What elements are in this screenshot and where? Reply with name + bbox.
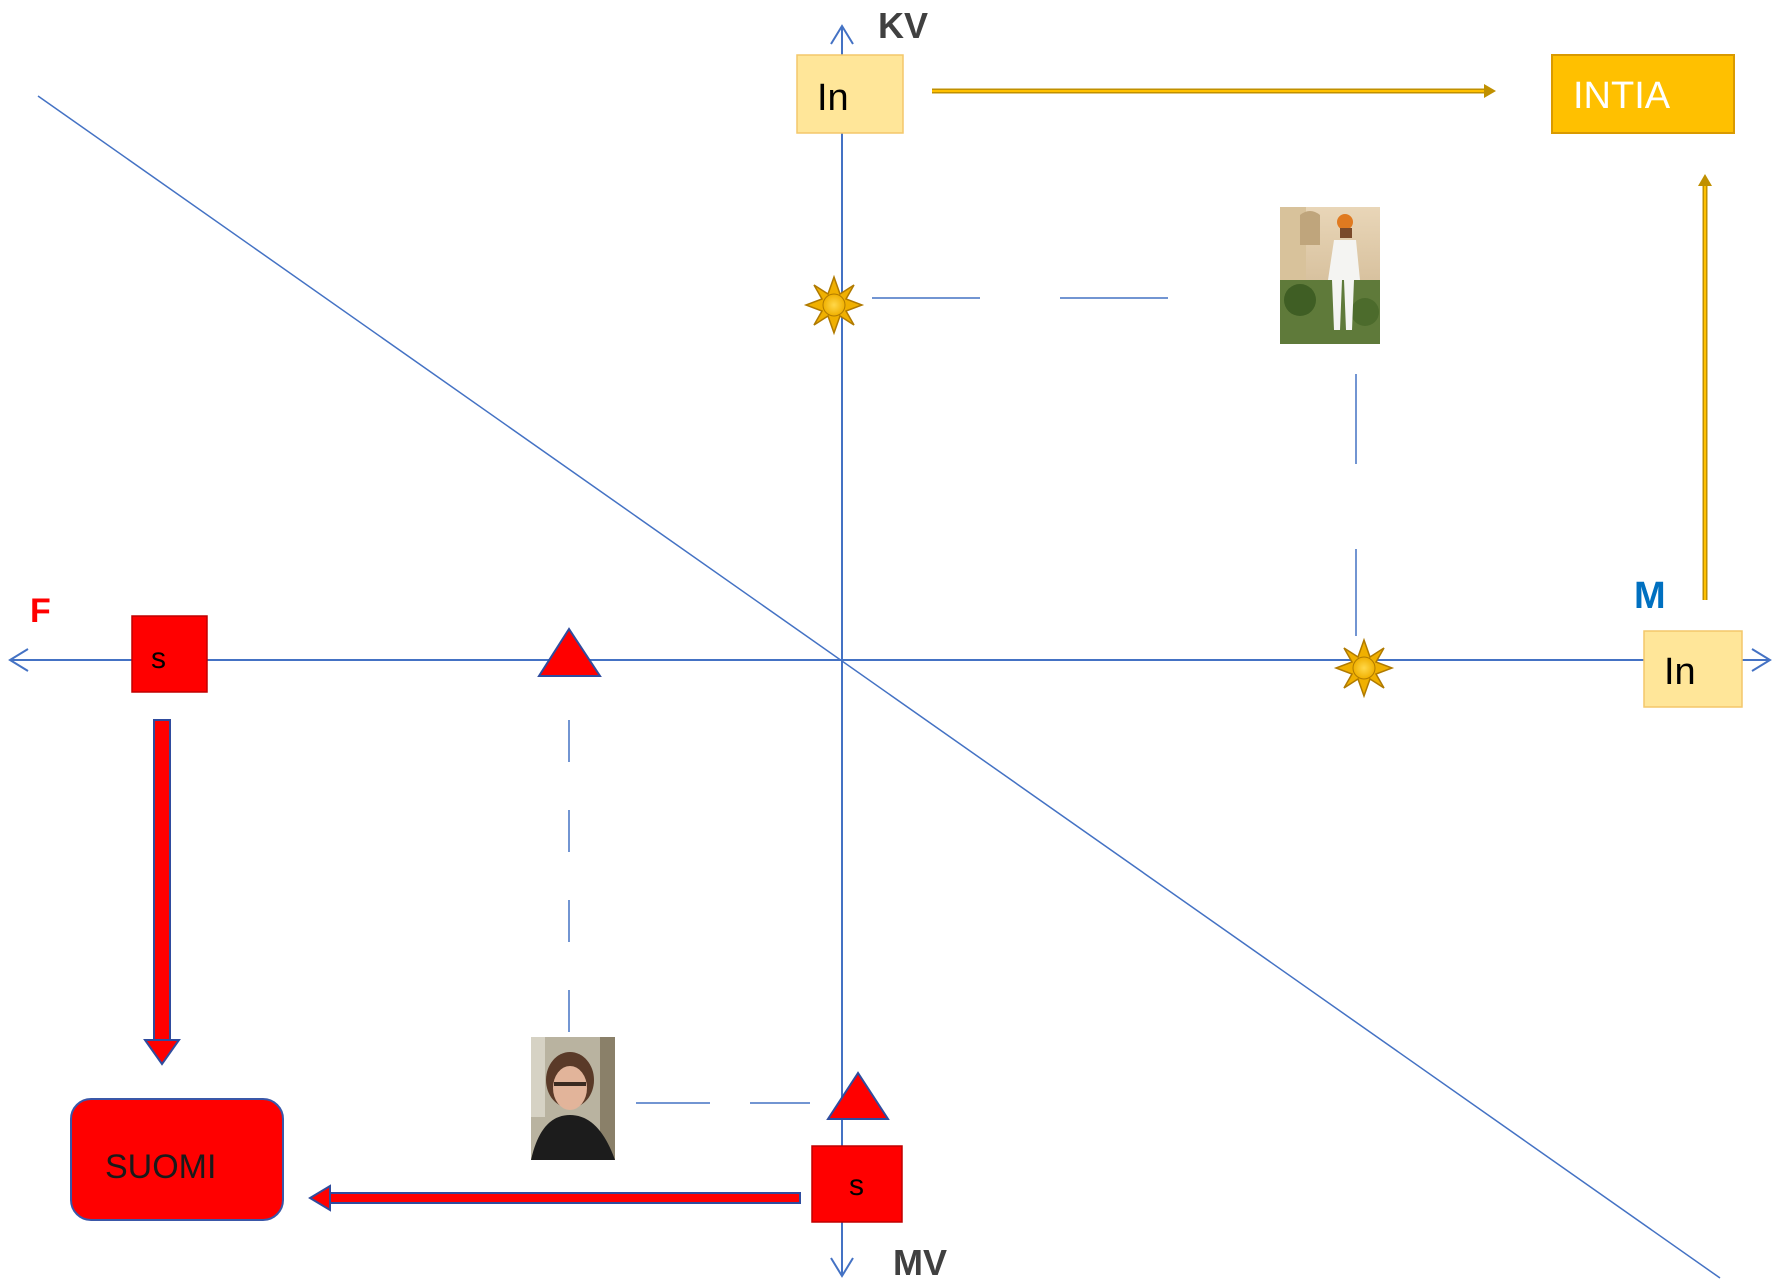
box-in-right — [1643, 630, 1743, 708]
triangle-icon — [537, 627, 602, 677]
triangle-icon — [826, 1071, 890, 1120]
axes — [8, 24, 1772, 1279]
box-in-right-label: In — [1664, 651, 1696, 693]
dashed-lines — [568, 297, 1357, 1104]
sun-icon — [803, 274, 865, 336]
axis-arrow-top — [830, 24, 854, 45]
arrow-s-bottom-to-suomi — [308, 1184, 801, 1212]
axis-label-bottom: MV — [893, 1242, 947, 1282]
axis-label-right: M — [1634, 575, 1666, 617]
axis-label-left: F — [30, 592, 51, 630]
woman-photo — [531, 1037, 615, 1160]
box-in-top — [796, 54, 904, 134]
diagonal-line — [37, 95, 1721, 1279]
box-suomi-label: SUOMI — [105, 1148, 216, 1186]
box-s-left-label: s — [151, 642, 166, 675]
box-s-bottom — [811, 1145, 903, 1223]
box-intia — [1551, 54, 1735, 134]
man-photo — [1280, 207, 1380, 344]
axis-label-top: KV — [878, 5, 928, 46]
box-intia-label: INTIA — [1573, 75, 1671, 117]
axis-arrow-right — [1751, 648, 1772, 672]
box-s-left — [131, 615, 208, 693]
arrow-in-to-intia — [932, 84, 1496, 98]
axis-arrow-left — [8, 648, 29, 672]
box-suomi — [70, 1098, 284, 1221]
sun-icon — [1333, 637, 1395, 699]
axis-arrow-bottom — [830, 1257, 854, 1278]
arrow-in-right-to-intia — [1698, 174, 1712, 600]
arrow-s-left-to-suomi — [143, 719, 181, 1066]
box-s-bottom-label: s — [849, 1169, 864, 1202]
box-in-top-label: In — [817, 77, 849, 119]
